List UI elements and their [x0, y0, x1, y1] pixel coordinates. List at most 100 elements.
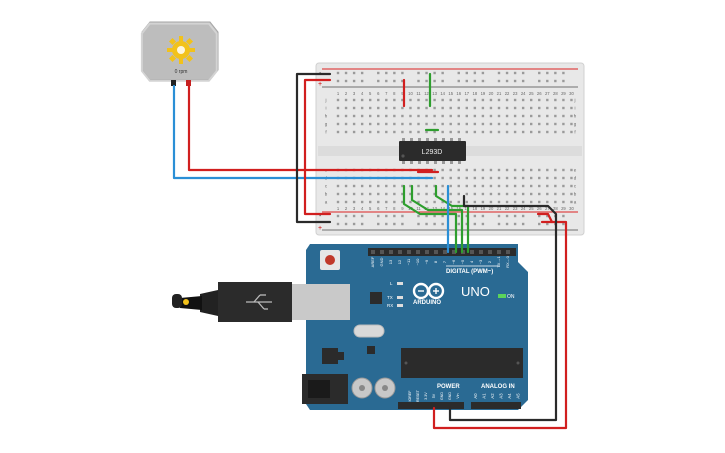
reset-button[interactable]	[320, 250, 340, 270]
column-number: 22	[505, 91, 510, 96]
arduino-logo-icon	[412, 282, 445, 300]
usb-cable[interactable]	[172, 282, 350, 322]
row-letter: g	[325, 122, 328, 127]
digital-pin-label: 2	[487, 260, 492, 263]
row-letter: g	[574, 122, 577, 127]
power-pin-label: GND	[440, 392, 444, 400]
column-number: 20	[489, 206, 494, 211]
digital-pin-label: 7	[442, 260, 447, 263]
power-pin-label: 5V	[432, 393, 436, 398]
column-number: 15	[448, 91, 453, 96]
usb-icon	[246, 294, 272, 310]
led-rx-label: RX	[387, 303, 393, 308]
column-number: 24	[521, 91, 526, 96]
led-tx-label: TX	[387, 295, 393, 300]
wire-rail-red-left	[303, 78, 332, 216]
analog-pin-label: A1	[482, 393, 487, 399]
analog-pin-label: A4	[507, 393, 512, 399]
row-letter: c	[325, 184, 328, 189]
column-number: 6	[377, 206, 380, 211]
column-number: 25	[529, 206, 534, 211]
column-number: 16	[456, 91, 461, 96]
row-letter: d	[574, 176, 577, 181]
power-pin-label: RESET	[416, 389, 420, 402]
column-number: 18	[473, 91, 478, 96]
column-number: 19	[481, 91, 486, 96]
column-number: 28	[553, 206, 558, 211]
column-number: 28	[553, 91, 558, 96]
row-letter: a	[325, 200, 328, 205]
power-jack[interactable]	[302, 374, 348, 404]
digital-pin-label: ~10	[415, 258, 420, 266]
analog-pin-label: A3	[499, 393, 504, 399]
analog-label: ANALOG IN	[481, 384, 515, 390]
column-number: 20	[489, 91, 494, 96]
digital-pin-label: ~9	[424, 259, 429, 264]
column-number: 9	[401, 91, 404, 96]
column-number: 26	[537, 206, 542, 211]
motor-rpm-label: 0 rpm	[175, 69, 188, 75]
column-number: 24	[521, 206, 526, 211]
column-number: 13	[432, 91, 437, 96]
brand-label: ARDUINO	[413, 300, 441, 306]
wire-motor-red	[187, 84, 434, 172]
wire-power-red	[432, 212, 568, 430]
column-number: 25	[529, 91, 534, 96]
column-number: 1	[337, 91, 340, 96]
led-l-label: L	[390, 281, 393, 286]
dc-motor[interactable]: 0 rpm	[140, 21, 219, 86]
column-number: 3	[353, 206, 356, 211]
column-number: 21	[497, 91, 502, 96]
digital-pin-label: 13	[388, 259, 393, 264]
digital-pin-label: ~11	[406, 258, 411, 265]
breadboard-holes	[336, 71, 573, 226]
analog-pin-label: A5	[516, 393, 521, 399]
row-letter: b	[574, 192, 577, 197]
column-number: 23	[513, 91, 518, 96]
column-number: 7	[385, 206, 388, 211]
wires[interactable]	[172, 72, 568, 430]
column-number: 2	[345, 91, 348, 96]
column-number: 22	[505, 206, 510, 211]
row-letter: h	[574, 114, 577, 119]
row-letter: f	[574, 130, 576, 135]
row-letter: j	[325, 98, 327, 103]
column-number: 27	[545, 91, 550, 96]
digital-pin-label: ~6	[451, 259, 456, 264]
column-number: 30	[569, 91, 574, 96]
column-number: 30	[569, 206, 574, 211]
column-number: 6	[377, 91, 380, 96]
column-number: 3	[353, 91, 356, 96]
digital-pin-label: RX←0	[505, 255, 510, 268]
row-letter: i	[575, 106, 576, 111]
column-number: 14	[440, 206, 445, 211]
power-pin-label: 3.3V	[424, 392, 428, 400]
column-number: 5	[369, 206, 372, 211]
wire-rail-black-left	[295, 72, 332, 224]
row-letter: c	[574, 184, 577, 189]
column-number: 4	[361, 206, 364, 211]
l293d-chip[interactable]: L293D	[399, 138, 466, 164]
power-pin-label: IOREF	[408, 390, 412, 402]
column-number: 2	[345, 206, 348, 211]
column-number: 16	[456, 206, 461, 211]
wire-green-2	[410, 184, 464, 254]
digital-pin-label: 4	[469, 260, 474, 263]
column-number: 19	[481, 206, 486, 211]
analog-pin-label: A2	[490, 393, 495, 399]
column-number: 15	[448, 206, 453, 211]
wire-green-3	[434, 184, 470, 254]
column-number: 7	[385, 91, 388, 96]
digital-pin-label: 12	[397, 259, 402, 264]
column-number: 8	[393, 91, 396, 96]
digital-pin-label: 8	[433, 260, 438, 263]
digital-pin-label: AREF	[370, 256, 375, 267]
power-pin-label: Vin	[456, 393, 460, 398]
column-number: 29	[561, 206, 566, 211]
